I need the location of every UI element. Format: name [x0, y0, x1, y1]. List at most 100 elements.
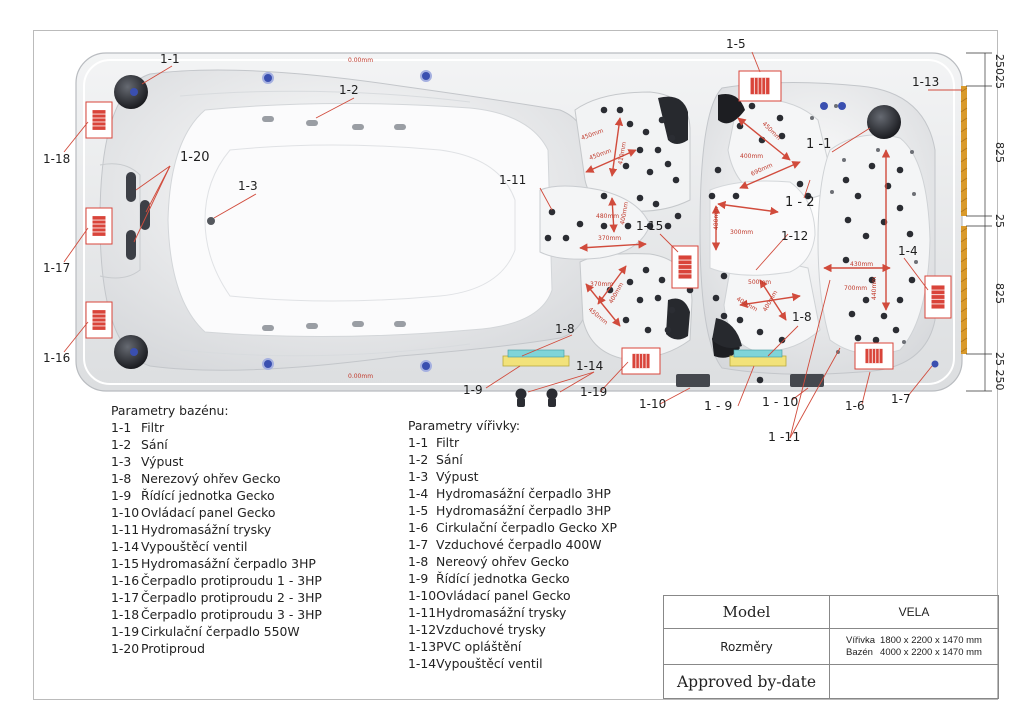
- title-block-model-row: Model VELA: [664, 596, 998, 629]
- dim-right-825-bottom: 825: [993, 283, 1006, 304]
- legend-spa-item-text: Cirkulační čerpadlo Gecko XP: [436, 520, 617, 535]
- spa-jet: [892, 326, 900, 334]
- callout-1-2-pool: 1-2: [339, 83, 359, 97]
- spa-jet: [804, 192, 812, 200]
- air-jet: [902, 340, 906, 344]
- dim-400-a: 400mm: [619, 201, 630, 225]
- air-jet: [912, 192, 916, 196]
- air-jet: [830, 190, 834, 194]
- callout-1-1-spa: 1 -1: [806, 137, 831, 152]
- spa-jet: [562, 234, 570, 242]
- leader-line: [559, 371, 595, 393]
- dim-right-top-pair: 25025: [993, 54, 1006, 89]
- dim-700: 700mm: [844, 285, 867, 292]
- legend-spa-item: 1-6 Cirkulační čerpadlo Gecko XP: [408, 519, 617, 536]
- legend-spa-item-code: 1-13: [408, 639, 437, 654]
- legend-spa-item-text: Vzduchové trysky: [436, 622, 546, 637]
- spa-jet: [712, 294, 720, 302]
- drain-valve: [546, 388, 558, 407]
- callout-1-9-spa: 1 - 9: [704, 398, 732, 413]
- pump-1-4-symbol: [924, 275, 952, 319]
- spa-jet: [668, 134, 676, 142]
- pool-floor: [167, 102, 553, 338]
- spa-jet: [600, 106, 608, 114]
- spa-jet: [854, 334, 862, 342]
- legend-spa-item-code: 1-14: [408, 656, 437, 671]
- callout-1-10-pool: 1-10: [639, 397, 666, 411]
- legend-spa-item: 1-5 Hydromasážní čerpadlo 3HP: [408, 502, 617, 519]
- pool-light: [130, 348, 138, 356]
- spa-jet: [896, 204, 904, 212]
- spa-jet: [642, 128, 650, 136]
- spa-jet: [756, 376, 764, 384]
- spa-jet: [732, 192, 740, 200]
- spa-jet: [896, 166, 904, 174]
- measurement-arrows: [579, 117, 891, 327]
- leader-line: [141, 65, 173, 85]
- spa-jet: [654, 294, 662, 302]
- spa-jet: [644, 326, 652, 334]
- callout-1-10-spa: 1 - 10: [762, 394, 798, 409]
- callout-1-8-spa: 1-8: [792, 310, 812, 324]
- model-value: VELA: [898, 605, 930, 619]
- spa-jet: [626, 278, 634, 286]
- dim-410: 410mm: [617, 141, 628, 165]
- legend-spa-item-text: Vzduchové čerpadlo 400W: [436, 537, 602, 552]
- dim-right-825-top: 825: [993, 142, 1006, 163]
- leader-line: [133, 165, 171, 243]
- pump-1-19-symbol: [621, 347, 661, 375]
- pool-wave-top: [179, 90, 471, 103]
- dim-300: 300mm: [730, 229, 753, 236]
- legend-spa-item-text: Hydromasážní čerpadlo 3HP: [436, 503, 611, 518]
- legend-pool-item-text: Filtr: [141, 420, 165, 435]
- pool-light: [420, 70, 432, 82]
- title-block-approved-row: Approved by-date: [664, 665, 998, 699]
- spa-headrest: [666, 298, 690, 340]
- callout-1-15: 1-15: [636, 219, 663, 233]
- spa-jet: [664, 222, 672, 230]
- dim-480-spa: 480mm: [713, 207, 720, 230]
- spa-jet: [646, 168, 654, 176]
- leader-line: [791, 387, 809, 401]
- legend-pool-item-code: 1-1: [111, 420, 132, 435]
- spa-jet: [720, 312, 728, 320]
- legend-spa-item-text: Řídící jednotka Gecko: [436, 571, 570, 586]
- callout-1-11-pool: 1-11: [499, 173, 526, 187]
- spa-jet: [674, 212, 682, 220]
- leader-line: [213, 193, 257, 219]
- pool-suction-jet: [262, 325, 274, 331]
- legend-pool-item-code: 1-10: [111, 505, 140, 520]
- legend-pool-item-code: 1-3: [111, 454, 132, 469]
- spa-jet: [636, 194, 644, 202]
- pool-suction-jet: [306, 120, 318, 126]
- spa-jet: [880, 312, 888, 320]
- legend-spa-item-code: 1-5: [408, 503, 429, 518]
- dims-label: Rozměry: [720, 639, 773, 654]
- legend-pool-item-code: 1-8: [111, 471, 132, 486]
- legend-spa-item: 1-14Vypouštěcí ventil: [408, 655, 617, 672]
- callout-1-16: 1-16: [43, 351, 70, 365]
- legend-spa-item: 1-2 Sání: [408, 451, 617, 468]
- spa-jet: [664, 326, 672, 334]
- spa-jet: [636, 146, 644, 154]
- callout-1-12: 1-12: [781, 229, 808, 243]
- spa-jet: [708, 192, 716, 200]
- spa-jet: [844, 216, 852, 224]
- model-label: Model: [722, 603, 771, 621]
- legend-spa-item-text: Sání: [436, 452, 463, 467]
- pool-heater-cap: [507, 349, 565, 358]
- legend-spa-item-code: 1-6: [408, 520, 429, 535]
- spa-headrest: [712, 318, 742, 348]
- dim-pool-top: 0.00mm: [348, 57, 373, 64]
- legend-spa-item-text: Nereový ohřev Gecko: [436, 554, 570, 569]
- legend-spa-item-code: 1-2: [408, 452, 429, 467]
